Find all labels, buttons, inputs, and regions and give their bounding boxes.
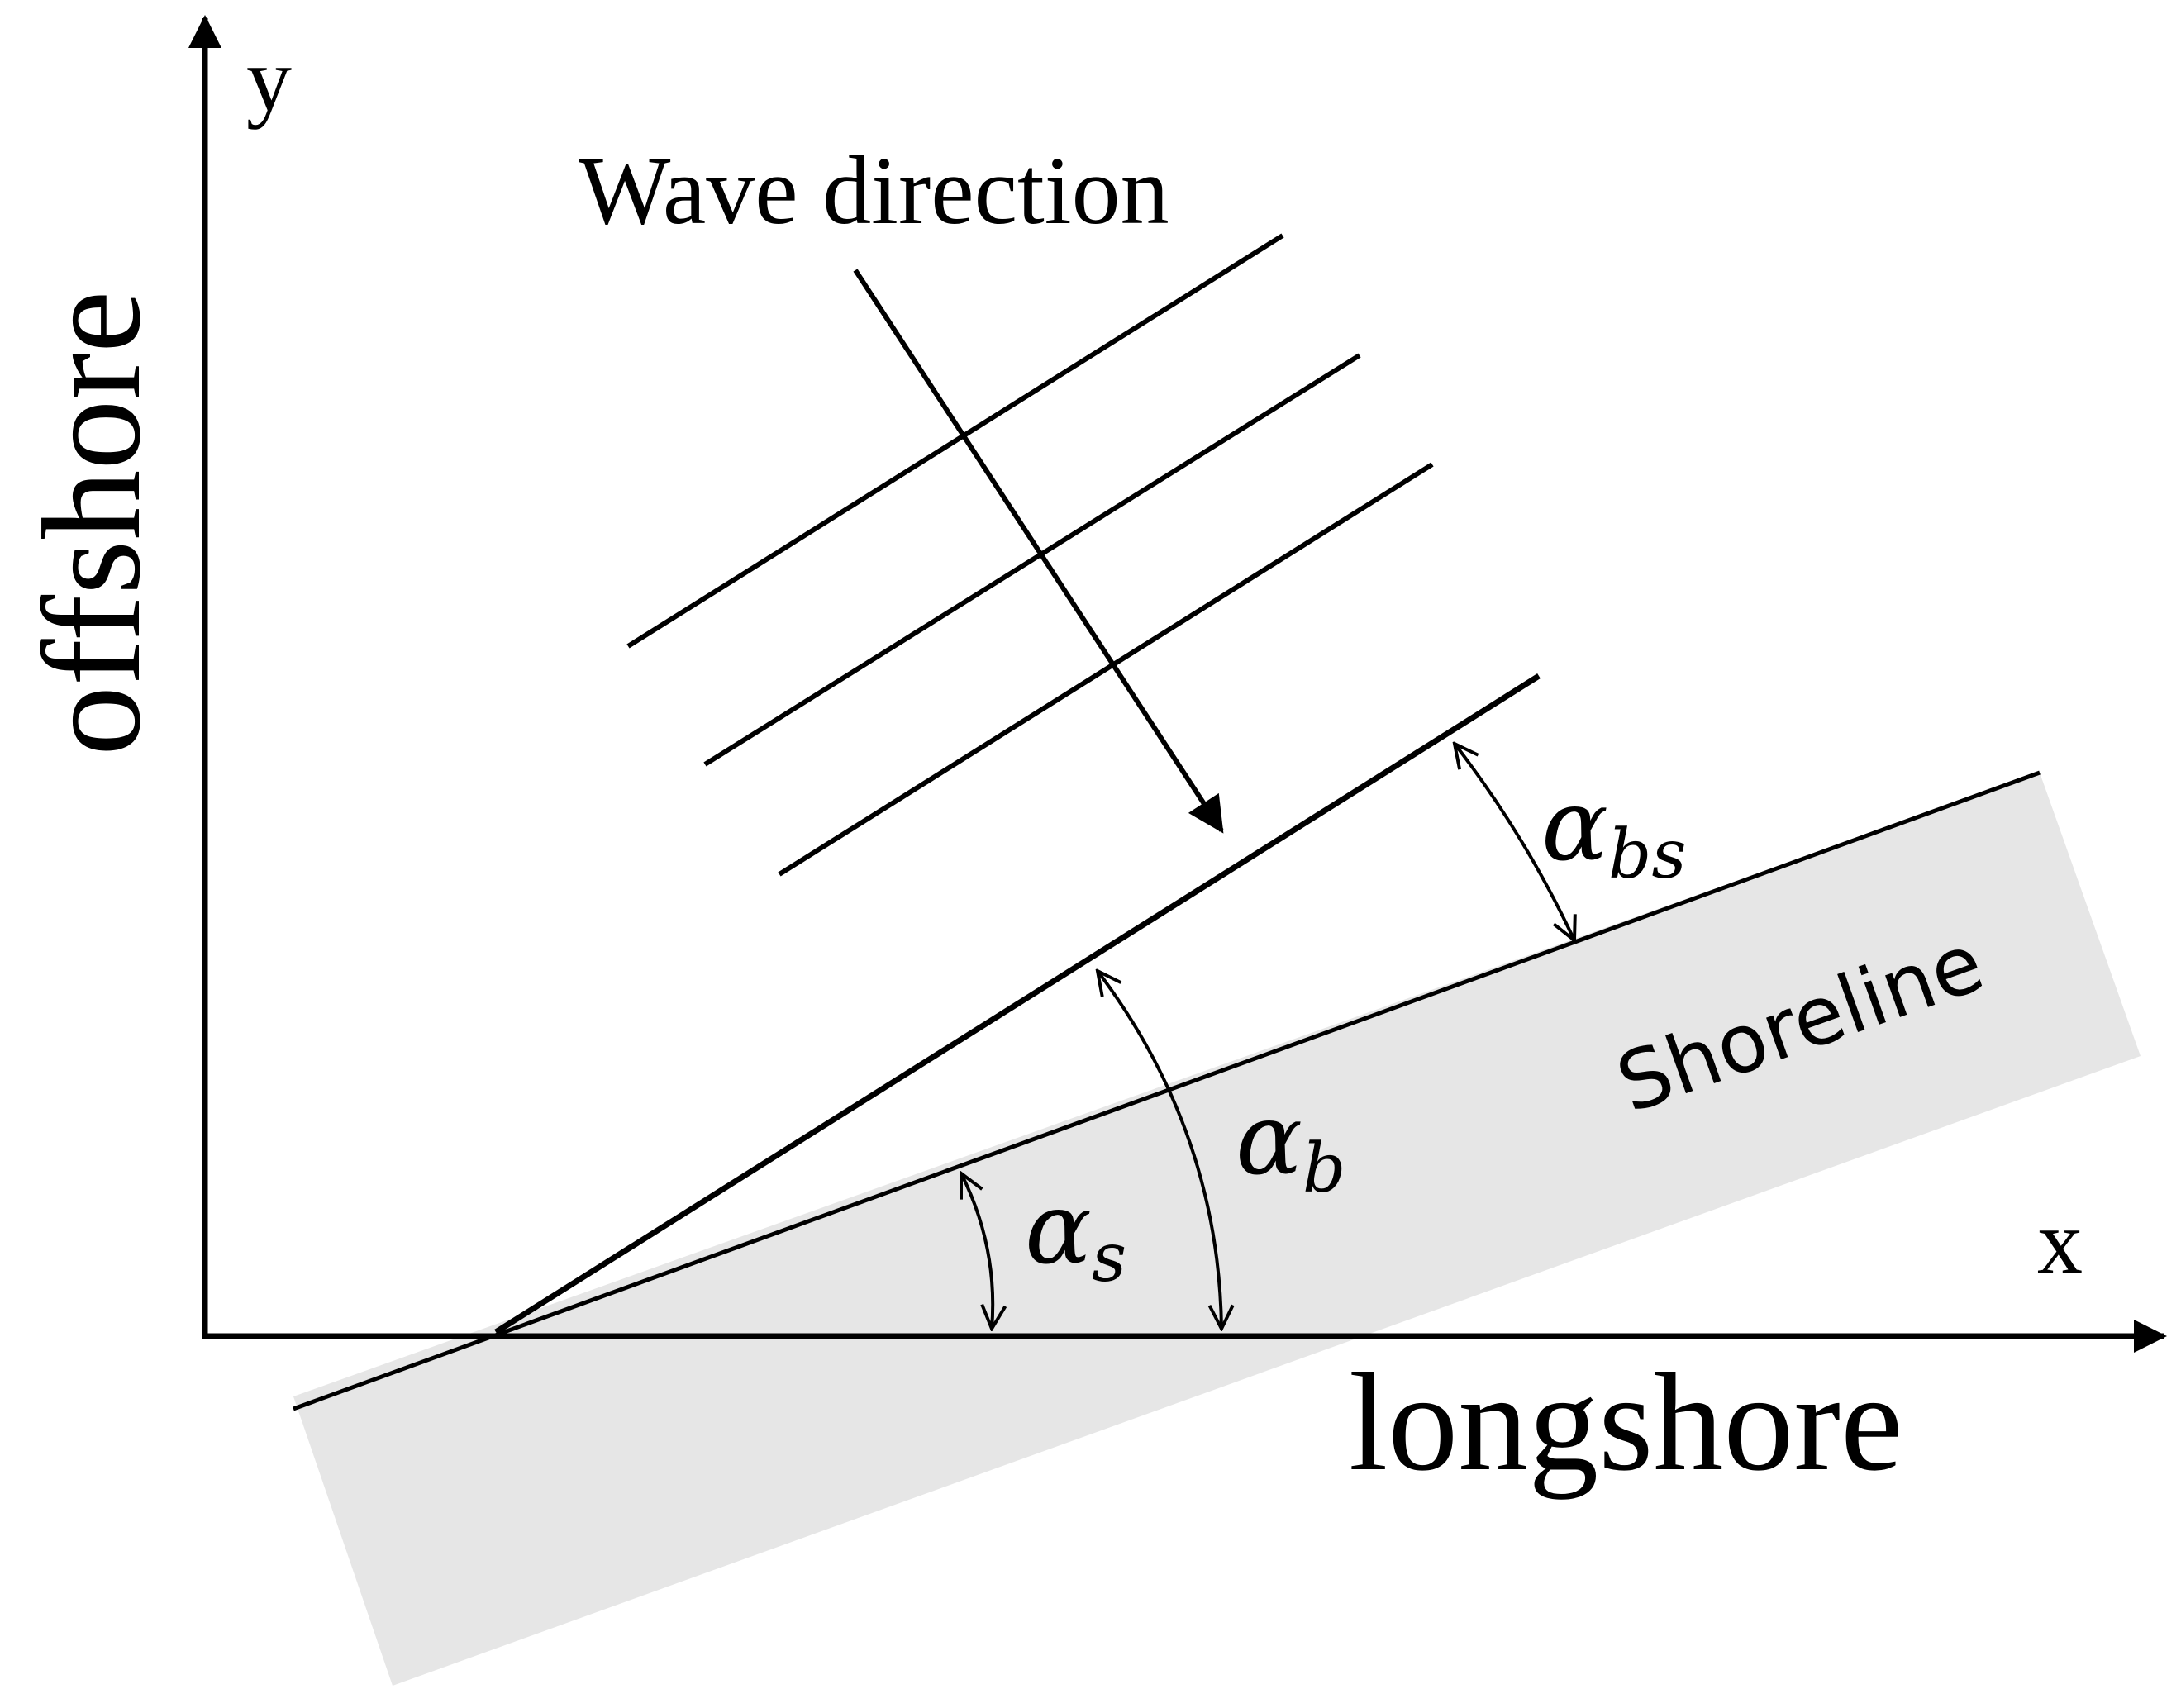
alpha-b-arc bbox=[1098, 971, 1221, 1329]
alpha-bs-symbol: α bbox=[1541, 768, 1608, 883]
wave-crest-3 bbox=[778, 462, 1434, 877]
alpha-s-arc bbox=[961, 1173, 993, 1329]
alpha-s-label: αs bbox=[1025, 1172, 1126, 1297]
wave-crest-1 bbox=[626, 233, 1284, 649]
shore-band bbox=[293, 773, 2141, 1686]
wave-direction-arrow bbox=[853, 269, 1224, 834]
breaker-line bbox=[494, 673, 1541, 1335]
y-axis-label: y bbox=[246, 29, 292, 130]
offshore-label: offshore bbox=[14, 291, 169, 756]
alpha-b-subscript: b bbox=[1302, 1130, 1346, 1208]
x-axis-label: x bbox=[2037, 1192, 2083, 1292]
alpha-bs-subscript: bs bbox=[1608, 816, 1687, 894]
alpha-s-subscript: s bbox=[1092, 1219, 1126, 1297]
wave-direction-label: Wave direction bbox=[579, 136, 1169, 245]
alpha-bs-arc bbox=[1455, 744, 1574, 940]
alpha-s-symbol: α bbox=[1025, 1172, 1092, 1287]
alpha-b-label: αb bbox=[1236, 1082, 1346, 1208]
alpha-b-symbol: α bbox=[1236, 1082, 1302, 1197]
longshore-label: longshore bbox=[1349, 1344, 1902, 1500]
alpha-bs-label: αbs bbox=[1541, 768, 1687, 894]
wave-crest-2 bbox=[703, 353, 1361, 767]
